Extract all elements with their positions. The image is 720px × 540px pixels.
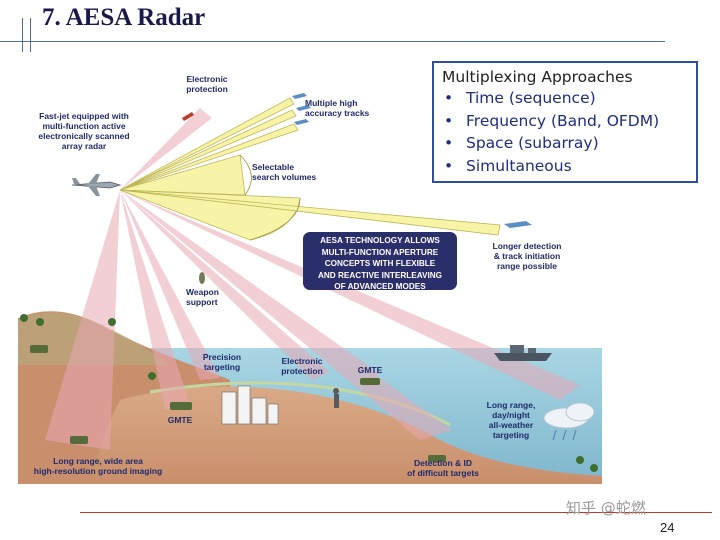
tracks-fan-1	[119, 97, 295, 191]
cloud-rain-icon	[543, 402, 595, 441]
fighter-jet-icon	[71, 174, 122, 196]
multiplexing-heading: Multiplexing Approaches	[442, 68, 633, 86]
aesa-technology-callout: AESA TECHNOLOGY ALLOWS MULTI-FUNCTION AP…	[303, 232, 457, 291]
beam-gmte-left	[120, 190, 190, 410]
slide-title: 7. AESA Radar	[42, 4, 206, 31]
title-rule-horizontal	[0, 41, 665, 42]
radar-beams	[45, 108, 580, 450]
beam-electronic-ground	[120, 190, 330, 380]
weapon-icon	[199, 272, 205, 284]
tank-detection	[428, 455, 446, 462]
tank-gmte-right	[360, 378, 380, 385]
ship-icon	[494, 345, 552, 361]
aircraft-track-1	[292, 93, 307, 99]
aircraft-longrange	[504, 221, 532, 228]
aircraft-track-3	[294, 119, 309, 125]
search-volume-fans	[119, 97, 501, 241]
aircraft-track-2	[296, 105, 311, 111]
label-multiple-tracks: Multiple high accuracy tracks	[305, 98, 370, 118]
multiplexing-item: Frequency (Band, OFDM)	[444, 110, 688, 133]
tracks-fan-2	[119, 109, 297, 191]
search-volume-longrange	[119, 189, 501, 236]
multiplexing-approaches-box: Multiplexing Approaches Time (sequence) …	[432, 61, 698, 183]
target-aircraft-icon	[292, 93, 532, 228]
tank-left-1	[30, 345, 48, 353]
beam-ground-imaging	[45, 190, 120, 450]
watermark: 知乎 @蛇燃	[566, 499, 646, 517]
beam-detection	[120, 190, 452, 440]
building-icon	[221, 385, 279, 425]
label-longer-detection: Longer detection & track initiation rang…	[492, 241, 562, 271]
label-long-range-weather: Long range, day/night all-weather target…	[486, 400, 536, 440]
missile-icon	[182, 112, 194, 121]
terrain-land	[90, 386, 602, 484]
label-electronic-protection-top: Electronic protection	[186, 74, 228, 94]
multiplexing-item: Time (sequence)	[444, 87, 688, 110]
title-rule-vertical-2	[30, 18, 31, 52]
label-weapon-support: Weapon support	[186, 287, 219, 307]
soldier-icon	[333, 388, 339, 408]
label-precision-targeting: Precision targeting	[202, 352, 242, 372]
tank-icon	[30, 345, 446, 462]
label-selectable-search: Selectable search volumes	[252, 162, 317, 182]
label-gmte-right: GMTE	[357, 365, 383, 375]
footer-rule	[80, 512, 712, 513]
page-number: 24	[660, 520, 675, 535]
multiplexing-item: Simultaneous	[444, 155, 688, 178]
beam-precision	[120, 190, 220, 380]
multiplexing-list: Time (sequence) Frequency (Band, OFDM) S…	[442, 87, 688, 177]
multiplexing-item: Space (subarray)	[444, 132, 688, 155]
label-ground-imaging: Long range, wide area high-resolution gr…	[33, 456, 163, 476]
tank-gmte-left	[170, 402, 192, 410]
label-fast-jet: Fast-jet equipped with multi-function ac…	[38, 111, 130, 151]
search-volume-outline	[239, 154, 301, 241]
label-detection-id: Detection & ID of difficult targets	[407, 458, 479, 478]
tracks-fan-3	[119, 123, 299, 191]
beam-electronic-top	[120, 108, 212, 190]
beam-weather	[120, 190, 580, 400]
title-rule-vertical-1	[22, 18, 23, 52]
tank-left-2	[70, 436, 88, 444]
tree-icons	[20, 314, 598, 472]
label-gmte-left: GMTE	[167, 415, 193, 425]
label-electronic-protection-ground: Electronic protection	[281, 356, 323, 376]
